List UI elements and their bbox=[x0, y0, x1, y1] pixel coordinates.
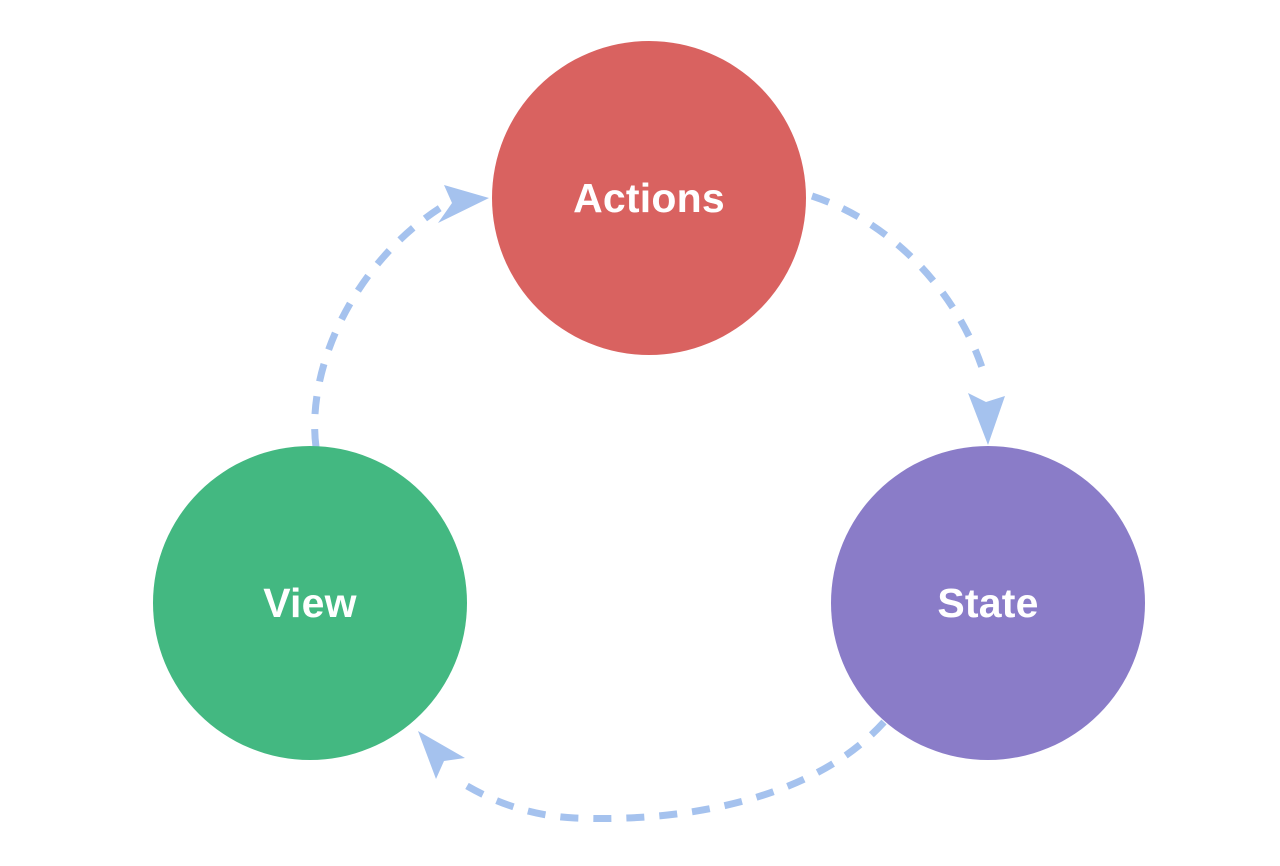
node-actions[interactable]: Actions bbox=[492, 41, 806, 355]
edge-actions-to-state bbox=[810, 192, 1005, 445]
node-state-label: State bbox=[937, 579, 1039, 626]
edge-state-to-view bbox=[418, 719, 887, 822]
node-view[interactable]: View bbox=[153, 446, 467, 760]
edge-view-to-actions bbox=[311, 185, 489, 448]
edge-view-to-actions-path bbox=[311, 205, 442, 448]
edge-state-to-view-path bbox=[460, 719, 887, 822]
edge-actions-to-state-path bbox=[810, 192, 989, 378]
node-state[interactable]: State bbox=[831, 446, 1145, 760]
edge-state-to-view-arrowhead bbox=[418, 731, 465, 779]
node-view-label: View bbox=[263, 579, 357, 626]
edge-actions-to-state-arrowhead bbox=[968, 393, 1005, 445]
edge-view-to-actions-arrowhead bbox=[438, 185, 489, 223]
node-actions-label: Actions bbox=[573, 174, 725, 221]
